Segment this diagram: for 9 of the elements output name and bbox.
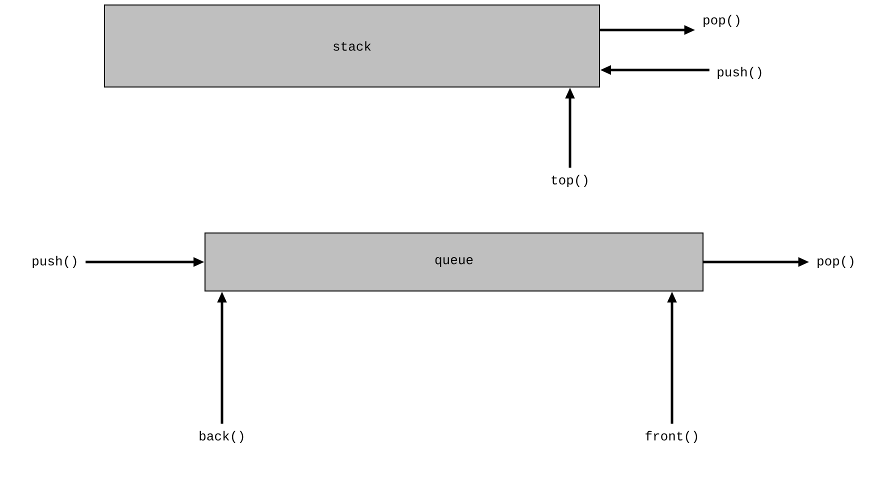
function-label: pop() <box>818 256 854 268</box>
function-label: push() <box>718 66 762 80</box>
function-label: top() <box>552 174 588 188</box>
function-label: front() <box>646 430 698 444</box>
process-box: stack <box>104 4 600 88</box>
function-label: push() <box>32 256 76 268</box>
process-box: queue <box>204 232 704 292</box>
function-label: pop() <box>704 14 740 28</box>
function-label: back() <box>200 430 244 444</box>
